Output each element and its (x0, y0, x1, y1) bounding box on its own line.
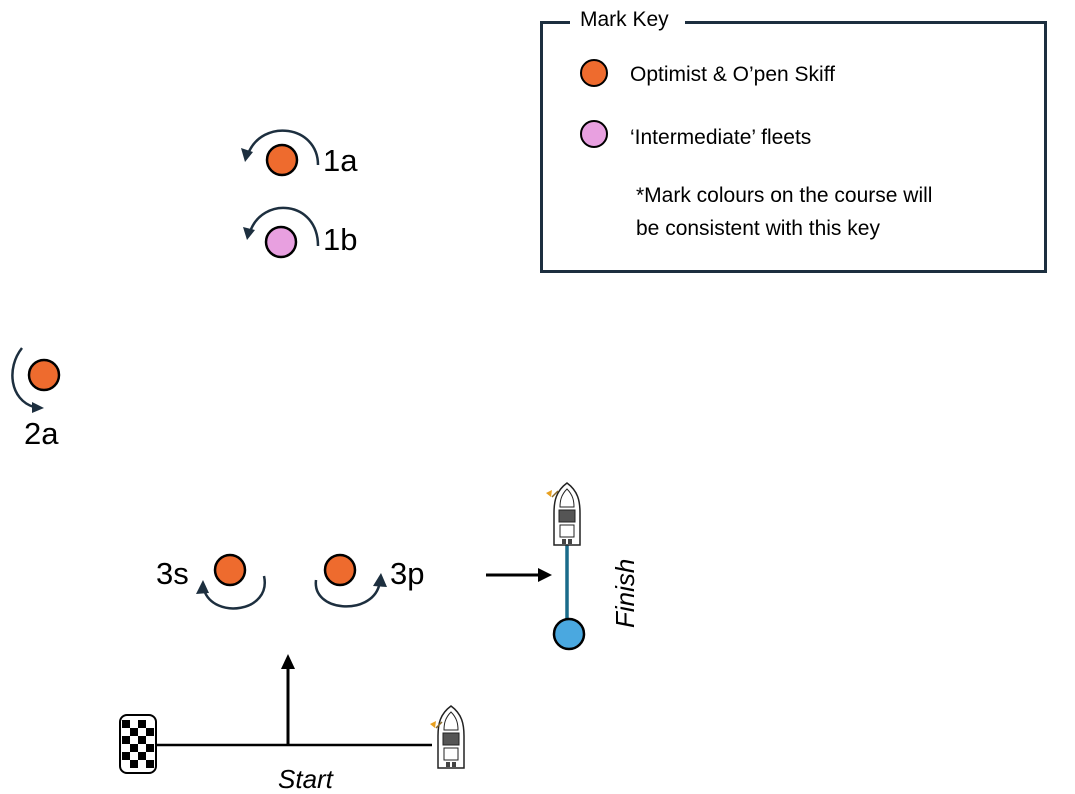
mark-3s (196, 553, 266, 610)
mark-1b (243, 206, 320, 259)
finish-line (552, 540, 586, 651)
mark-3s-buoy (213, 553, 247, 587)
mark-1a (241, 129, 320, 177)
mark-1a-arrowhead (241, 148, 253, 162)
mark-key-legend (540, 21, 1047, 273)
legend-orange-swatch (580, 59, 608, 87)
legend-pink-swatch (580, 120, 608, 148)
checkered-pin-buoy-icon (119, 714, 157, 774)
mark-1b-buoy (264, 225, 298, 259)
mark-3s-rounding-arrow (202, 575, 266, 610)
mark-2a-rounding-arrow (11, 347, 35, 409)
mark-3s-label: 3s (156, 556, 189, 591)
legend-note-line2: be consistent with this key (636, 217, 880, 240)
mark-2a-label: 2a (24, 416, 59, 451)
mark-1b-rounding-arrow (248, 206, 320, 247)
mark-3s-arrowhead (196, 580, 209, 594)
start-label: Start (278, 764, 333, 794)
committee-boat-start-icon (430, 705, 465, 769)
mark-3p-buoy (323, 553, 357, 587)
mark-3p-arrowhead (373, 573, 387, 587)
finish-approach-arrow (486, 568, 552, 582)
mark-3p-label: 3p (390, 556, 425, 591)
committee-boat-finish-icon (546, 482, 581, 546)
finish-label: Finish (610, 558, 640, 628)
mark-1a-rounding-arrow (246, 129, 320, 166)
mark-2a (11, 347, 61, 413)
finish-buoy (552, 617, 586, 651)
legend-title: Mark Key (570, 8, 685, 32)
mark-1a-label: 1a (323, 143, 358, 178)
mark-3p (314, 553, 387, 608)
mark-1a-buoy (265, 143, 299, 177)
start-line (156, 654, 432, 747)
mark-1b-arrowhead (243, 227, 255, 240)
start-up-arrow-head (281, 654, 295, 669)
mark-2a-buoy (27, 358, 61, 392)
mark-1b-label: 1b (323, 222, 358, 257)
legend-item-pink-label: ‘Intermediate’ fleets (630, 126, 812, 149)
mark-2a-arrowhead (32, 402, 44, 413)
legend-note-line1: *Mark colours on the course will (636, 184, 933, 207)
legend-item-orange-label: Optimist & O’pen Skiff (630, 63, 836, 86)
mark-3p-rounding-arrow (314, 579, 381, 608)
